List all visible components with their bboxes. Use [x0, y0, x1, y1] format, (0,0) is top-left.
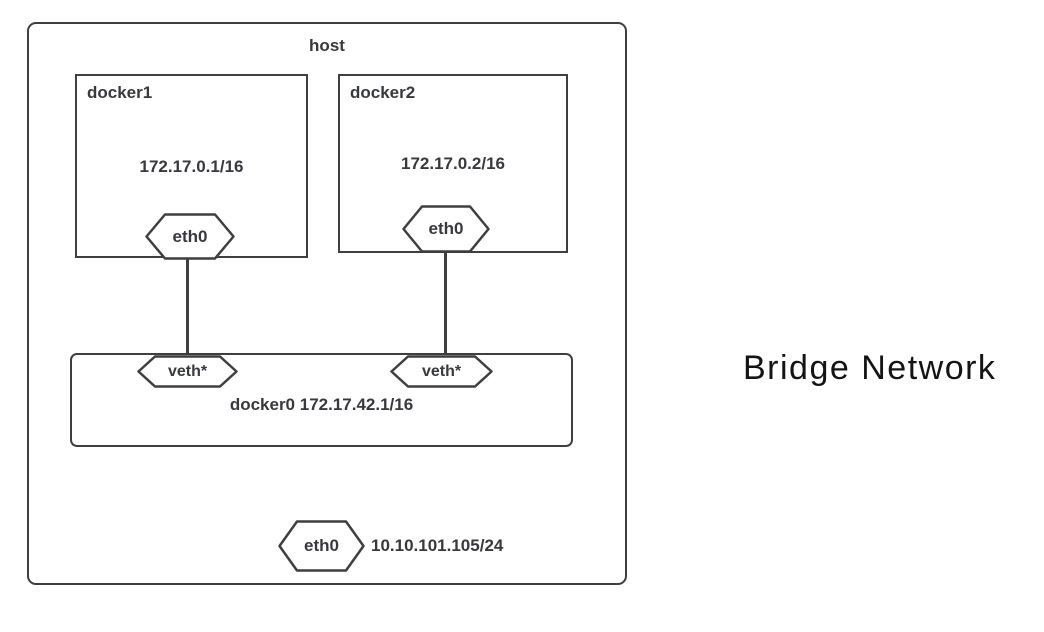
host-eth0-label: eth0: [304, 536, 339, 555]
hexagon-shape: [390, 355, 493, 388]
hexagon-shape: [137, 355, 238, 388]
bridge-veth2-label: veth*: [421, 362, 462, 380]
docker2-eth0-label: eth0: [428, 219, 464, 238]
host-eth0-ip: 10.10.101.105/24: [371, 536, 504, 555]
docker1-eth0-label: eth0: [172, 226, 208, 246]
docker2-eth0-port-hexagon: eth0: [402, 205, 490, 253]
bridge-docker0-label: docker0 172.17.42.1/16: [229, 395, 414, 414]
connector-docker2-to-bridge: [444, 245, 447, 360]
bridge-network-caption: Bridge Network: [743, 349, 997, 387]
docker2-name: docker2: [350, 83, 416, 102]
connector-docker1-to-bridge: [186, 245, 189, 360]
host-eth0-port-hexagon: eth0: [278, 520, 365, 572]
bridge-veth1-label: veth*: [167, 362, 208, 380]
docker1-name: docker1: [87, 83, 153, 102]
docker1-ip: 172.17.0.1/16: [139, 157, 244, 176]
hexagon-shape: [402, 205, 490, 253]
host-label: host: [309, 36, 345, 55]
bridge-veth2-port-hexagon: veth*: [390, 355, 493, 388]
bridge-veth1-port-hexagon: veth*: [137, 355, 238, 388]
docker2-ip: 172.17.0.2/16: [401, 154, 505, 173]
hexagon-shape: [145, 213, 235, 260]
docker1-eth0-port-hexagon: eth0: [145, 213, 235, 260]
hexagon-shape: [278, 520, 365, 572]
